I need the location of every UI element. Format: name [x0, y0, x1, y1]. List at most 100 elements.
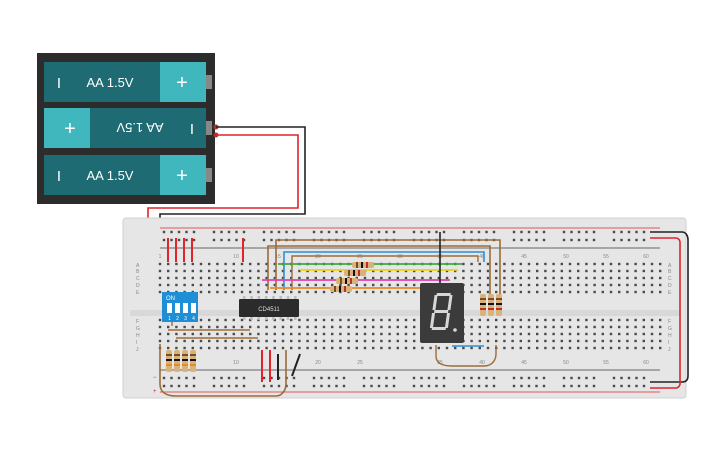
breadboard-hole[interactable]	[570, 230, 573, 234]
breadboard-hole[interactable]	[470, 269, 473, 273]
breadboard-hole[interactable]	[270, 384, 273, 388]
breadboard-hole[interactable]	[232, 346, 235, 350]
breadboard-hole[interactable]	[327, 384, 331, 388]
breadboard-hole[interactable]	[413, 290, 416, 294]
breadboard-hole[interactable]	[158, 332, 162, 336]
breadboard-hole[interactable]	[339, 339, 342, 343]
breadboard-hole[interactable]	[232, 318, 235, 322]
breadboard-hole[interactable]	[273, 290, 276, 294]
breadboard-hole[interactable]	[167, 325, 170, 329]
breadboard-hole[interactable]	[175, 262, 178, 266]
breadboard-hole[interactable]	[257, 325, 260, 329]
breadboard-hole[interactable]	[281, 346, 285, 350]
breadboard-hole[interactable]	[478, 325, 481, 329]
breadboard-hole[interactable]	[560, 339, 563, 343]
breadboard-hole[interactable]	[593, 269, 596, 273]
breadboard-hole[interactable]	[568, 325, 572, 329]
breadboard-hole[interactable]	[257, 346, 260, 350]
breadboard-hole[interactable]	[298, 346, 301, 350]
breadboard-hole[interactable]	[503, 276, 506, 280]
breadboard-hole[interactable]	[520, 230, 523, 234]
breadboard-hole[interactable]	[162, 238, 166, 242]
breadboard-hole[interactable]	[601, 318, 604, 322]
breadboard-hole[interactable]	[413, 332, 416, 336]
breadboard-hole[interactable]	[618, 290, 621, 294]
breadboard-hole[interactable]	[224, 332, 227, 336]
breadboard-hole[interactable]	[562, 384, 566, 388]
resistor-3[interactable]	[336, 278, 358, 284]
breadboard-hole[interactable]	[331, 346, 334, 350]
breadboard-hole[interactable]	[585, 276, 588, 280]
breadboard-hole[interactable]	[593, 332, 596, 336]
breadboard-hole[interactable]	[342, 376, 346, 380]
breadboard-hole[interactable]	[536, 262, 539, 266]
breadboard-hole[interactable]	[298, 318, 301, 322]
breadboard-hole[interactable]	[445, 269, 449, 273]
breadboard-hole[interactable]	[363, 318, 367, 322]
breadboard-hole[interactable]	[290, 290, 293, 294]
breadboard-hole[interactable]	[544, 332, 547, 336]
breadboard-hole[interactable]	[470, 376, 473, 380]
breadboard-hole[interactable]	[445, 276, 449, 280]
breadboard-hole[interactable]	[212, 376, 216, 380]
breadboard-hole[interactable]	[413, 325, 416, 329]
breadboard-hole[interactable]	[495, 325, 498, 329]
breadboard-hole[interactable]	[322, 269, 326, 273]
breadboard-hole[interactable]	[601, 283, 604, 287]
breadboard-hole[interactable]	[585, 332, 588, 336]
breadboard-hole[interactable]	[262, 376, 266, 380]
breadboard-hole[interactable]	[335, 384, 338, 388]
breadboard-hole[interactable]	[404, 339, 408, 343]
breadboard-hole[interactable]	[495, 290, 498, 294]
breadboard-hole[interactable]	[265, 325, 268, 329]
breadboard-hole[interactable]	[339, 283, 342, 287]
resistor-6[interactable]	[488, 294, 494, 316]
resistor-8[interactable]	[166, 350, 172, 372]
breadboard-hole[interactable]	[437, 346, 440, 350]
breadboard-hole[interactable]	[659, 332, 662, 336]
breadboard-hole[interactable]	[273, 325, 276, 329]
breadboard-hole[interactable]	[618, 276, 621, 280]
breadboard-hole[interactable]	[420, 230, 423, 234]
breadboard-hole[interactable]	[306, 332, 309, 336]
breadboard-hole[interactable]	[249, 325, 252, 329]
breadboard-hole[interactable]	[612, 230, 616, 234]
breadboard-hole[interactable]	[577, 339, 580, 343]
breadboard-hole[interactable]	[413, 283, 416, 287]
breadboard-hole[interactable]	[208, 346, 211, 350]
breadboard-hole[interactable]	[314, 290, 317, 294]
breadboard-hole[interactable]	[158, 325, 162, 329]
breadboard-hole[interactable]	[492, 376, 496, 380]
breadboard-hole[interactable]	[520, 376, 523, 380]
breadboard-hole[interactable]	[421, 276, 424, 280]
breadboard-hole[interactable]	[372, 339, 375, 343]
breadboard-hole[interactable]	[544, 339, 547, 343]
breadboard-hole[interactable]	[212, 384, 216, 388]
breadboard-hole[interactable]	[191, 332, 194, 336]
breadboard-hole[interactable]	[290, 339, 293, 343]
breadboard-hole[interactable]	[355, 290, 358, 294]
breadboard-hole[interactable]	[470, 283, 473, 287]
breadboard-hole[interactable]	[495, 283, 498, 287]
breadboard-hole[interactable]	[306, 339, 309, 343]
breadboard-hole[interactable]	[552, 325, 555, 329]
breadboard-hole[interactable]	[585, 318, 588, 322]
breadboard-hole[interactable]	[593, 290, 596, 294]
breadboard-hole[interactable]	[577, 384, 581, 388]
breadboard-hole[interactable]	[435, 384, 438, 388]
breadboard-hole[interactable]	[536, 276, 539, 280]
breadboard-hole[interactable]	[592, 230, 596, 234]
breadboard-hole[interactable]	[503, 332, 506, 336]
breadboard-hole[interactable]	[626, 339, 629, 343]
breadboard-hole[interactable]	[470, 262, 473, 266]
breadboard-hole[interactable]	[265, 346, 268, 350]
breadboard-hole[interactable]	[627, 238, 631, 242]
breadboard-hole[interactable]	[618, 269, 621, 273]
breadboard-hole[interactable]	[512, 238, 516, 242]
breadboard-hole[interactable]	[542, 230, 546, 234]
breadboard-hole[interactable]	[199, 276, 203, 280]
breadboard-hole[interactable]	[462, 230, 466, 234]
breadboard-hole[interactable]	[585, 230, 588, 234]
breadboard-hole[interactable]	[634, 318, 637, 322]
breadboard-hole[interactable]	[363, 325, 367, 329]
